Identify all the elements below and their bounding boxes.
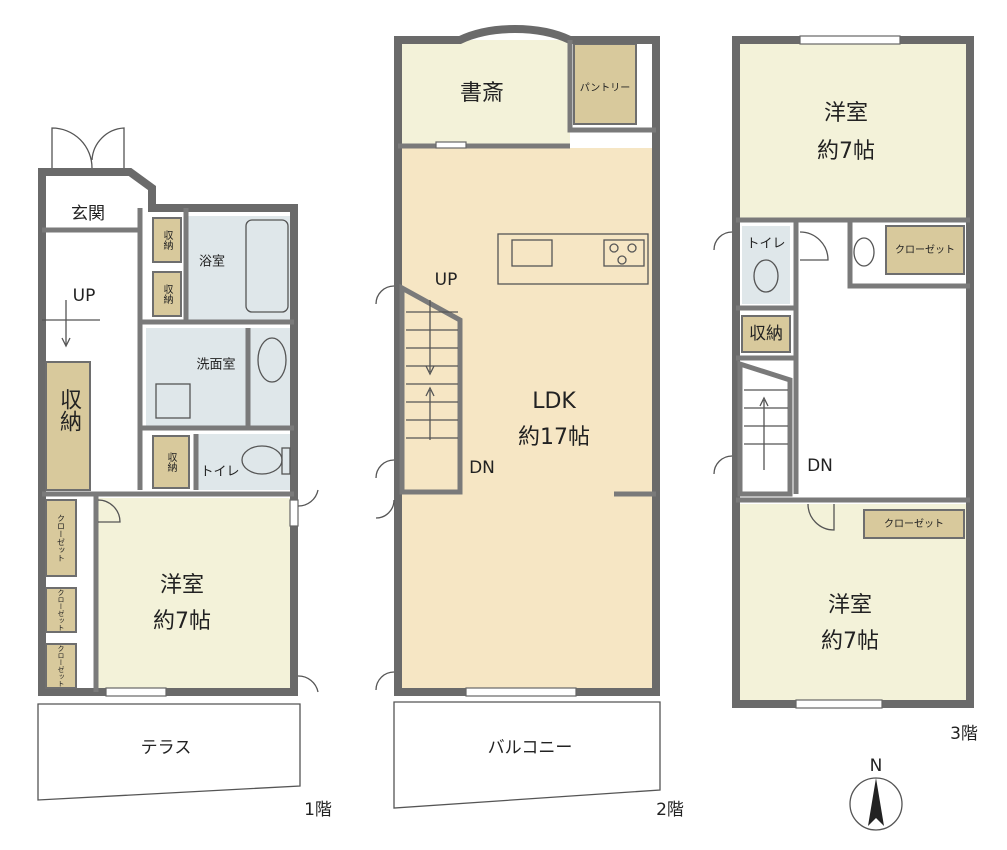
storage-small-3: [152, 435, 190, 489]
bedroom-1f-size: 約7帖: [153, 609, 211, 634]
closet-top: [885, 225, 965, 275]
pantry-label: パントリー: [580, 82, 631, 94]
stairs-down-2f-label: DN: [469, 458, 495, 478]
storage-small-3-label: 収納: [165, 452, 177, 473]
storage-small-1: [152, 217, 182, 263]
closet-2: [45, 587, 77, 633]
storage-small-2: [152, 271, 182, 317]
floor-1: 玄関 浴室 洗面室 トイレ 収納 収納 収納 収納 洋室 約7帖 クローゼット …: [37, 127, 332, 820]
washbasin-icon: [257, 337, 287, 383]
pantry: [573, 43, 637, 125]
bath-label: 浴室: [199, 254, 225, 270]
floor-2: 書斎 パントリー LDK 約17帖 UP DN バルコニー 2階: [375, 25, 684, 820]
closet-3-label: クローゼット: [57, 645, 65, 687]
floor-2-level-label: 2階: [656, 800, 684, 820]
compass: N: [849, 756, 903, 831]
terrace-label: テラス: [141, 738, 192, 758]
storage-3f-label: 収納: [749, 324, 783, 344]
bedroom-3f-top-name: 洋室: [824, 101, 868, 126]
entrance-door[interactable]: [51, 127, 125, 169]
stairs-down-3f-label: DN: [807, 456, 833, 476]
storage-3f: [741, 315, 791, 353]
storage-big-label: 収納: [56, 388, 82, 432]
terrace-outline: [37, 703, 301, 801]
entrance-label: 玄関: [71, 204, 105, 224]
closet-1-label: クローゼット: [57, 514, 66, 562]
closet-2-label: クローゼット: [57, 589, 65, 631]
closet-top-label: クローゼット: [895, 244, 955, 256]
ldk-name: LDK: [532, 389, 576, 414]
bedroom-1f-name: 洋室: [160, 573, 204, 598]
kitchen-counter: [497, 233, 649, 285]
closet-bottom-label: クローゼット: [884, 518, 944, 530]
bedroom-3f-bottom-name: 洋室: [828, 593, 872, 618]
ldk-size: 約17帖: [518, 425, 590, 450]
toilet-label: トイレ: [200, 465, 239, 480]
bedroom-3f-bottom-size: 約7帖: [821, 629, 879, 654]
stairs-3f: [737, 360, 793, 497]
floor-3-level-label: 3階: [950, 724, 978, 744]
storage-small-2-label: 収納: [161, 284, 173, 305]
bathtub: [245, 219, 289, 313]
washroom-label: 洗面室: [196, 357, 235, 373]
study-label: 書斎: [460, 81, 504, 106]
stairs-up-1f-label: UP: [73, 286, 96, 306]
stove-icon: [603, 239, 645, 267]
washbasin-3f-icon: [853, 237, 875, 267]
balcony-label: バルコニー: [488, 738, 573, 758]
closet-bottom: [863, 509, 965, 539]
compass-north-label: N: [870, 756, 883, 776]
stairs-up-2f-label: UP: [435, 270, 458, 290]
storage-big: [45, 361, 91, 491]
storage-small-1-label: 収納: [161, 230, 173, 251]
toilet-3f-icon: [753, 259, 779, 293]
stairs-2f: [399, 283, 463, 495]
floor-1-level-label: 1階: [304, 800, 332, 820]
bedroom-3f-top-size: 約7帖: [817, 139, 875, 164]
toilet-3f-label: トイレ: [746, 237, 785, 252]
closet-1: [45, 499, 77, 577]
washer-icon: [155, 383, 191, 419]
sink-icon: [511, 239, 553, 267]
floor-3: 洋室 約7帖 トイレ クローゼット 収納 クローゼット DN 洋室 約7帖 3階: [713, 35, 978, 744]
north-arrow-icon: [868, 778, 884, 826]
balcony-outline: [393, 701, 661, 809]
closet-3: [45, 643, 77, 689]
stairs-up-1f: [42, 300, 100, 348]
